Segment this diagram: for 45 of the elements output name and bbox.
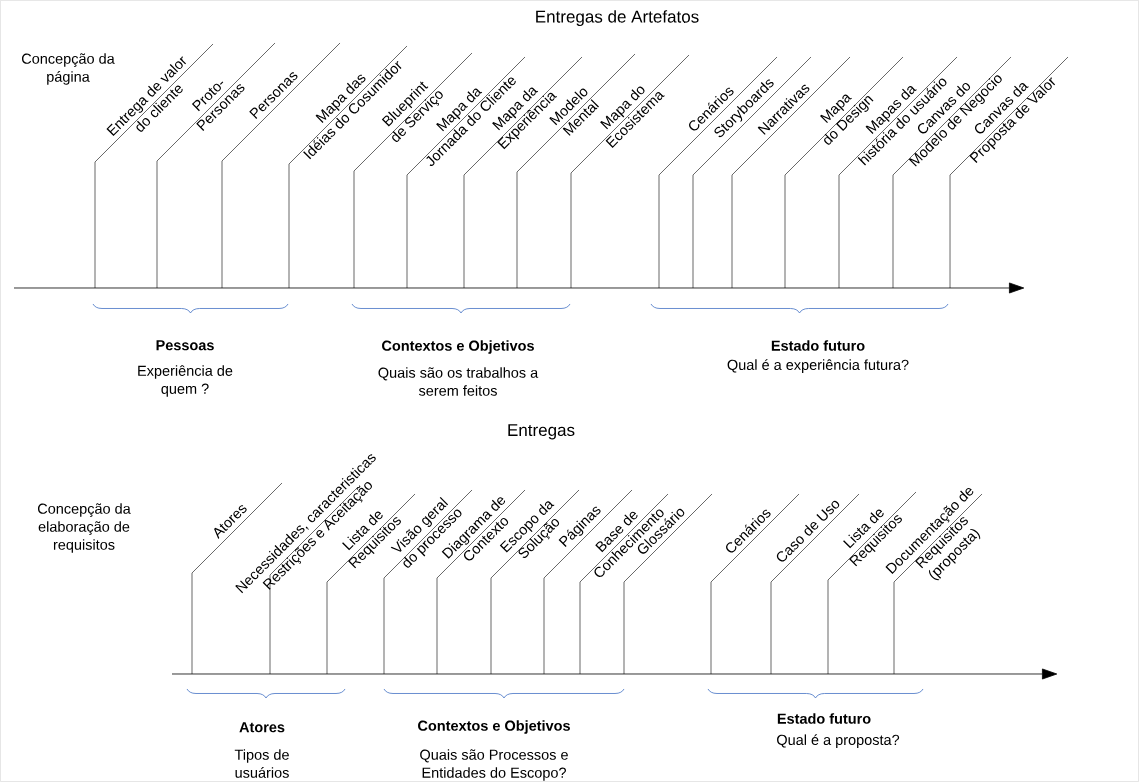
section-heading: Pessoas (156, 340, 214, 351)
section-title: Entregas de Artefatos (536, 10, 699, 27)
section-heading: Contextos e Objetivos (418, 720, 570, 734)
leader-line (893, 493, 983, 675)
leader-line (949, 56, 1069, 289)
leader-line (579, 493, 669, 675)
leader-line (326, 493, 416, 675)
leader-line (269, 486, 359, 675)
leader-line (623, 493, 713, 675)
caption-text: Qual é a proposta? (777, 734, 900, 748)
leader-line (436, 489, 526, 675)
leader-line (353, 52, 473, 289)
leader-line (838, 56, 958, 289)
section-heading: Estado futuro (771, 340, 865, 351)
leader-line (221, 42, 341, 289)
leader-line (710, 493, 800, 675)
leader-line (827, 491, 917, 675)
leader-line (658, 56, 778, 289)
leader-line (406, 56, 526, 289)
caption-text: Tipos de usuários (234, 749, 289, 778)
section-heading: Contextos e Objetivos (382, 340, 534, 354)
caption-text: Quais são Processos e Entidades do Escopo? (420, 749, 568, 781)
leader-line (692, 56, 812, 289)
caption-text: Concepção da elaboração de requisitos (38, 503, 131, 553)
section-title: Entregas (508, 424, 575, 440)
leader-line (784, 56, 904, 289)
leader-line (731, 56, 851, 289)
leader-line (288, 45, 408, 289)
section-heading: Estado futuro (777, 713, 871, 724)
leader-line (543, 489, 633, 675)
leader-line (94, 43, 214, 289)
leader-line (463, 56, 583, 289)
caption-text: Concepção da página (22, 53, 115, 85)
leader-line (156, 42, 276, 289)
leader-line (892, 56, 1012, 289)
leader-line (770, 493, 860, 675)
caption-text: Quais são os trabalhos a serem feitos (378, 367, 539, 396)
caption-text: Experiência de quem ? (138, 365, 233, 397)
section-heading: Atores (239, 722, 285, 733)
leader-line (383, 489, 473, 675)
leader-line (516, 53, 636, 289)
leader-line (191, 482, 283, 675)
caption-text: Qual é a experiência futura? (727, 359, 909, 373)
leader-line (490, 489, 580, 675)
leader-line (570, 54, 690, 289)
